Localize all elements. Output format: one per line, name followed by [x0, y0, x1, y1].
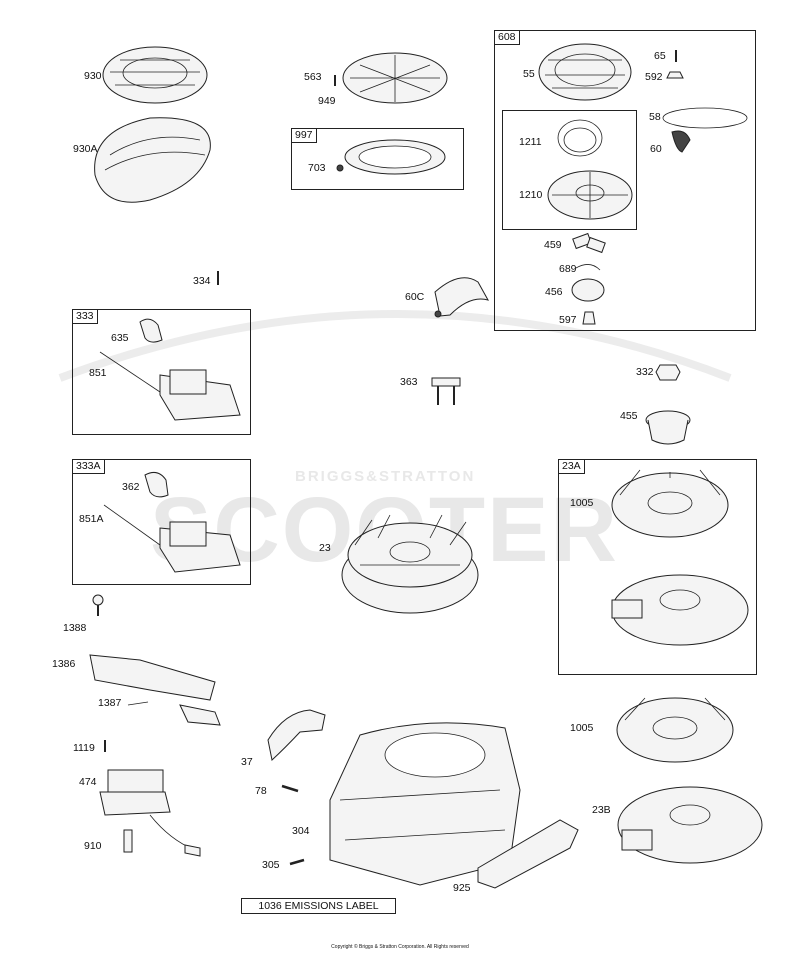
kit-box-333: 333: [72, 309, 251, 435]
part-label-332: 332: [636, 366, 654, 378]
kit-tag-608: 608: [494, 30, 520, 45]
part-label-592: 592: [645, 71, 663, 83]
part-label-362: 362: [122, 481, 140, 493]
kit-box-608-inner: [502, 110, 637, 230]
part-label-37: 37: [241, 756, 253, 768]
part-label-635: 635: [111, 332, 129, 344]
cup-455: [645, 410, 691, 445]
part-label-910: 910: [84, 840, 102, 852]
kit-box-23a: 23A: [558, 459, 757, 675]
part-label-563: 563: [304, 71, 322, 83]
bracket-1386: [89, 594, 221, 726]
part-label-1386: 1386: [52, 658, 76, 670]
nut-332: [655, 364, 681, 381]
kit-box-997: 997: [291, 128, 464, 190]
part-label-459: 459: [544, 239, 562, 251]
flywheel-23a: [611, 469, 749, 646]
screen-949: [334, 52, 448, 104]
pawls-459-456: [571, 232, 606, 325]
part-label-474: 474: [79, 776, 97, 788]
kit-tag-333a: 333A: [72, 459, 105, 474]
armature-333: [99, 318, 241, 421]
part-label-949: 949: [318, 95, 336, 107]
baffle-925: [477, 819, 579, 889]
ring-703: [336, 139, 446, 175]
part-label-455: 455: [620, 410, 638, 422]
part-label-363: 363: [400, 376, 418, 388]
recoil-spring-1211: [557, 119, 603, 157]
part-label-305: 305: [262, 859, 280, 871]
part-label-1210: 1210: [519, 189, 543, 201]
part-label-78: 78: [255, 785, 267, 797]
part-label-930a: 930A: [73, 143, 98, 155]
part-label-1388: 1388: [63, 622, 87, 634]
part-label-597: 597: [559, 314, 577, 326]
clamp-363: [431, 377, 461, 405]
pulley-1210: [547, 170, 633, 220]
bracket-37: [267, 709, 326, 793]
blower-housing-304: [289, 722, 521, 886]
part-label-304: 304: [292, 825, 310, 837]
part-label-925: 925: [453, 882, 471, 894]
emissions-label: 1036 EMISSIONS LABEL: [241, 898, 396, 914]
bracket-60c: [434, 277, 490, 318]
part-label-60c: 60C: [405, 291, 425, 303]
kit-tag-333: 333: [72, 309, 98, 324]
part-label-1211: 1211: [519, 136, 542, 148]
kit-box-608: 608: [494, 30, 756, 331]
part-label-23b: 23B: [592, 804, 611, 816]
part-label-23: 23: [319, 542, 331, 554]
part-label-1005-23b: 1005: [570, 722, 594, 734]
part-label-334: 334: [193, 275, 211, 287]
watermark-brand: BRIGGS&STRATTON: [295, 468, 476, 485]
flywheel-23b: [616, 697, 763, 864]
rewind-starter-55: [538, 43, 748, 153]
kill-switch-474: [99, 740, 201, 857]
part-label-1387: 1387: [98, 697, 122, 709]
part-label-60: 60: [650, 143, 662, 155]
part-label-851: 851: [89, 367, 107, 379]
grass-screen-930a: [94, 117, 211, 203]
kit-tag-997: 997: [291, 128, 317, 143]
part-label-851a: 851A: [79, 513, 104, 525]
kit-tag-23a: 23A: [558, 459, 585, 474]
part-label-65: 65: [654, 50, 666, 62]
armature-333a: [103, 471, 241, 573]
kit-box-333a: 333A: [72, 459, 251, 585]
part-label-55: 55: [523, 68, 535, 80]
part-label-1119: 1119: [73, 742, 95, 754]
rewind-cover-930: [102, 46, 208, 104]
part-label-456: 456: [545, 286, 563, 298]
part-label-703: 703: [308, 162, 326, 174]
part-label-1005-23a: 1005: [570, 497, 594, 509]
part-label-930: 930: [84, 70, 102, 82]
flywheel-23: [341, 514, 479, 614]
part-label-58: 58: [649, 111, 661, 123]
watermark-swoosh: [58, 310, 732, 382]
part-label-689: 689: [559, 263, 577, 275]
copyright-notice: Copyright © Briggs & Stratton Corporatio…: [331, 944, 469, 950]
